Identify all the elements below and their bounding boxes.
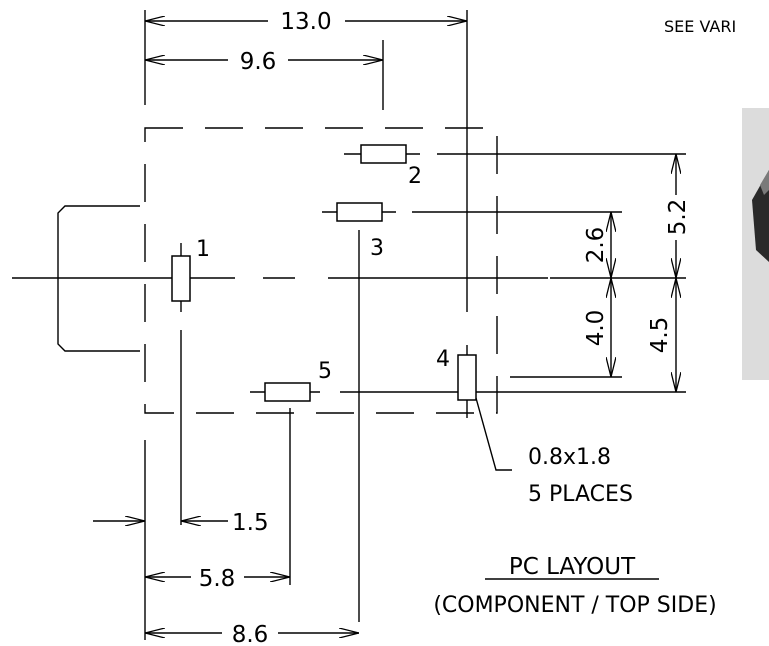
dimension-1-5: 1.5 [232, 510, 269, 536]
layout-subtitle: (COMPONENT / TOP SIDE) [433, 593, 716, 618]
pad-note-leader [475, 397, 512, 471]
pin-1-label: 1 [196, 237, 210, 262]
dimension-5-8: 5.8 [199, 566, 236, 592]
pad-1 [171, 255, 191, 302]
pin-5-label: 5 [318, 359, 332, 384]
dimension-8-6: 8.6 [232, 622, 269, 646]
dimension-13-0: 13.0 [280, 9, 331, 35]
dimension-5-2: 5.2 [665, 199, 691, 236]
dimension-4-0: 4.0 [583, 310, 609, 347]
dimension-2-6: 2.6 [583, 227, 609, 264]
pin-4-label: 4 [436, 347, 450, 372]
pad-2 [360, 144, 407, 164]
pin-2-label: 2 [408, 164, 422, 189]
component-outline [144, 127, 498, 414]
pin-3-label: 3 [370, 236, 384, 261]
dimension-4-5: 4.5 [647, 317, 673, 354]
pad-5 [264, 382, 311, 402]
see-variant-note: SEE VARI [664, 17, 736, 36]
pad-size-note: 0.8x1.8 [528, 445, 611, 470]
component-photo [742, 108, 769, 380]
pad-places-note: 5 PLACES [528, 482, 633, 507]
pad-3 [336, 202, 383, 222]
pad-4 [457, 354, 477, 401]
dimension-9-6: 9.6 [240, 49, 277, 75]
layout-title: PC LAYOUT [509, 554, 636, 580]
